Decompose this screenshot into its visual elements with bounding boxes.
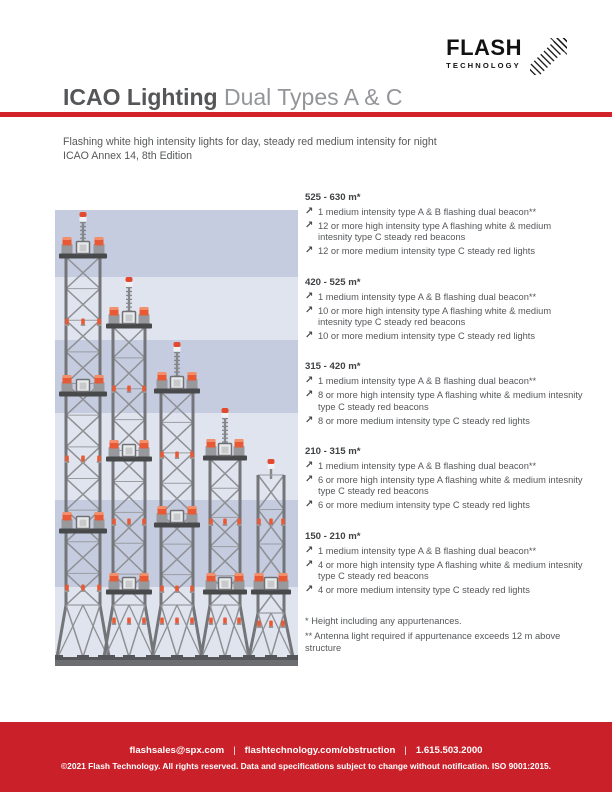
bullet-item: ↗ 4 or more high intensity type A flashin… — [305, 558, 587, 582]
footer-bar: flashsales@spx.com | flashtechnology.com/o… — [0, 722, 612, 792]
header-logo: FLASH TECHNOLOGY — [446, 35, 567, 80]
height-range-section: 315 - 420 m* ↗ 1 medium intensity type A … — [305, 361, 587, 427]
bullet-arrow-icon: ↗ — [305, 206, 314, 217]
bullet-item: ↗ 10 or more high intensity type A flashi… — [305, 304, 587, 328]
bullet-text: 1 medium intensity type A & B flashing d… — [318, 460, 537, 471]
range-heading: 525 - 630 m* — [305, 192, 361, 203]
bullet-text: 6 or more high intensity type A flashing… — [318, 475, 583, 497]
tower-420-525m — [98, 277, 160, 660]
bullet-text: 6 or more medium intensity type C steady… — [318, 500, 530, 511]
footnote: * Height including any appurtenances. — [305, 616, 462, 627]
bullet-item: ↗ 1 medium intensity type A & B flashing … — [305, 544, 587, 557]
height-range-section: 150 - 210 m* ↗ 1 medium intensity type A … — [305, 531, 587, 597]
brand-subtext: TECHNOLOGY — [446, 60, 521, 70]
bullet-arrow-icon: ↗ — [305, 220, 314, 232]
bullet-item: ↗ 1 medium intensity type A & B flashing … — [305, 376, 587, 387]
bullet-arrow-icon: ↗ — [305, 414, 314, 426]
height-range-section: 420 - 525 m* ↗ 1 medium intensity type A … — [305, 277, 587, 343]
bullet-arrow-icon: ↗ — [305, 304, 314, 316]
page-title: ICAO Lighting Dual Types A & C — [63, 84, 403, 111]
brand-text-block: FLASH TECHNOLOGY — [446, 35, 522, 70]
intro-text: Flashing white high intensity lights for… — [63, 136, 437, 164]
bullet-item: ↗ 1 medium intensity type A & B flashing … — [305, 206, 587, 218]
height-range-section: 525 - 630 m* ↗ 1 medium intensity type A … — [305, 192, 587, 258]
tower-525-630m — [55, 212, 115, 660]
bullet-arrow-icon: ↗ — [305, 375, 314, 387]
bullet-text: 1 medium intensity type A & B flashing d… — [318, 376, 537, 387]
range-heading: 420 - 525 m* — [305, 276, 361, 288]
bullet-text: 10 or more high intensity type A flashin… — [318, 305, 552, 327]
bullet-text: 12 or more medium intensity type C stead… — [318, 246, 536, 257]
tower-315-420m — [146, 342, 208, 660]
bullet-item: ↗ 12 or more high intensity type A flashi… — [305, 221, 587, 243]
bullet-arrow-icon: ↗ — [305, 583, 314, 595]
tower-illustration — [55, 210, 298, 666]
bullet-text: 4 or more high intensity type A flashing… — [318, 559, 583, 581]
bullet-arrow-icon: ↗ — [305, 474, 314, 486]
bullet-item: ↗ 12 or more medium intensity type C stea… — [305, 246, 587, 257]
red-rule-divider — [0, 112, 612, 117]
bullet-item: ↗ 8 or more high intensity type A flashin… — [305, 390, 587, 412]
footnotes: * Height including any appurtenances. ** … — [305, 615, 587, 655]
bullet-text: 1 medium intensity type A & B flashing d… — [318, 545, 537, 556]
bullet-text: 10 or more medium intensity type C stead… — [318, 331, 536, 342]
bullet-arrow-icon: ↗ — [305, 389, 314, 401]
contact-phone-link[interactable]: 1.615.503.2000 — [415, 745, 483, 756]
footer-contact-line: flashsales@spx.com | flashtechnology.com/o… — [0, 745, 612, 756]
bullet-arrow-icon: ↗ — [305, 558, 314, 570]
bullet-text: 1 medium intensity type A & B flashing d… — [318, 291, 537, 302]
contact-url-link[interactable]: flashtechnology.com/obstruction — [244, 745, 396, 756]
footer-divider: | — [233, 745, 236, 756]
bullet-text: 4 or more medium intensity type C steady… — [318, 584, 530, 595]
bullet-arrow-icon: ↗ — [305, 245, 314, 257]
copyright-text: ©2021 Flash Technology. All rights reser… — [60, 761, 552, 771]
footer-divider: | — [404, 745, 407, 756]
bullet-text: 8 or more medium intensity type C steady… — [318, 415, 530, 426]
bullet-arrow-icon: ↗ — [305, 290, 314, 302]
bullet-item: ↗ 1 medium intensity type A & B flashing … — [305, 290, 587, 303]
brand-name: FLASH — [446, 35, 522, 60]
bullet-text: 1 medium intensity type A & B flashing d… — [318, 207, 537, 217]
bullet-item: ↗ 4 or more medium intensity type C stead… — [305, 583, 587, 596]
bullet-item: ↗ 8 or more medium intensity type C stead… — [305, 414, 587, 427]
bullet-arrow-icon: ↗ — [305, 459, 314, 471]
bullet-item: ↗ 6 or more high intensity type A flashin… — [305, 475, 587, 497]
range-heading: 210 - 315 m* — [305, 445, 361, 457]
bullet-text: 12 or more high intensity type A flashin… — [318, 221, 552, 243]
bullet-arrow-icon: ↗ — [305, 499, 314, 511]
contact-email-link[interactable]: flashsales@spx.com — [129, 745, 225, 756]
intro-line-2: ICAO Annex 14, 8th Edition — [63, 149, 192, 162]
height-sections: 525 - 630 m* ↗ 1 medium intensity type A … — [305, 192, 587, 657]
bullet-arrow-icon: ↗ — [305, 330, 314, 342]
range-heading: 150 - 210 m* — [305, 530, 361, 542]
bullet-arrow-icon: ↗ — [305, 544, 314, 556]
bullet-text: 8 or more high intensity type A flashing… — [318, 390, 583, 412]
figure-panel — [55, 210, 298, 666]
bullet-item: ↗ 6 or more medium intensity type C stead… — [305, 500, 587, 511]
range-heading: 315 - 420 m* — [305, 361, 361, 373]
footnote: ** Antenna light required if appurtenanc… — [305, 630, 561, 654]
brand-mark-icon — [530, 38, 567, 80]
height-range-section: 210 - 315 m* ↗ 1 medium intensity type A … — [305, 446, 587, 512]
bullet-item: ↗ 10 or more medium intensity type C stea… — [305, 331, 587, 342]
intro-line-1: Flashing white high intensity lights for… — [63, 136, 437, 148]
bullet-item: ↗ 1 medium intensity type A & B flashing … — [305, 459, 587, 472]
page-title-bold: ICAO Lighting — [63, 84, 218, 110]
tower-150-210m — [243, 459, 298, 660]
page-title-light: Dual Types A & C — [217, 84, 403, 110]
